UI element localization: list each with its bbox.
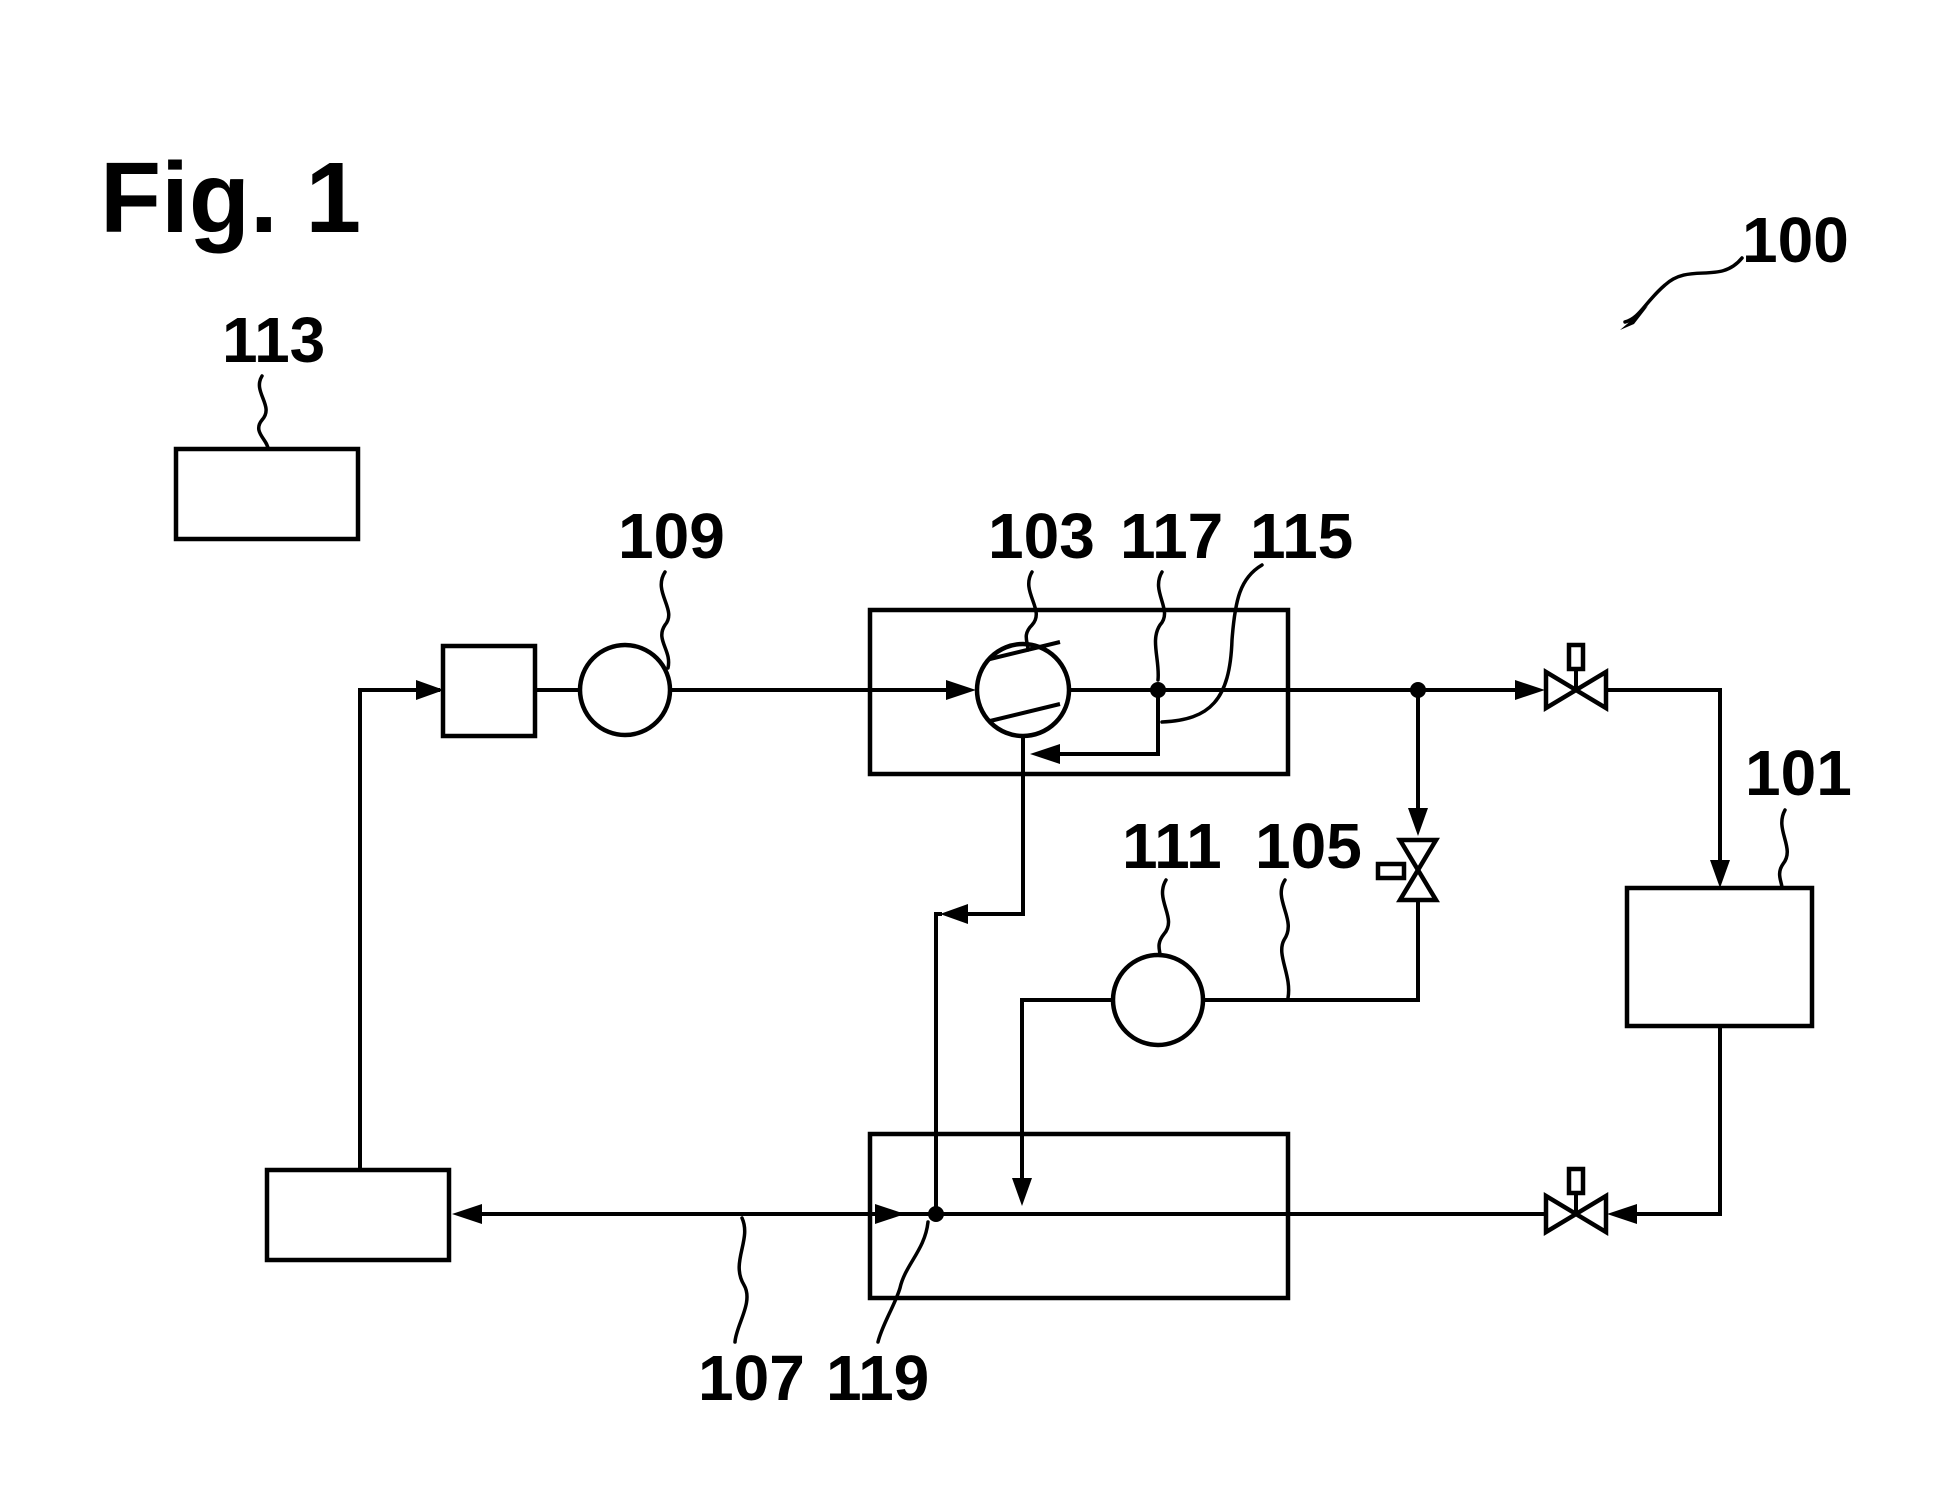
label-105: 105 xyxy=(1255,810,1362,882)
label-113-leader xyxy=(256,374,270,451)
arrow-into-compressor xyxy=(946,680,976,700)
label-119-leader xyxy=(876,1220,930,1344)
label-109: 109 xyxy=(618,500,725,572)
arrow-into-upper-valve xyxy=(1515,680,1545,700)
lower-valve-actuator xyxy=(1566,1166,1586,1196)
label-111-leader xyxy=(1157,878,1171,957)
label-107-leader xyxy=(733,1216,749,1344)
bypass-line xyxy=(1058,690,1160,756)
label-101-leader xyxy=(1777,808,1789,890)
label-115: 115 xyxy=(1250,500,1353,572)
branch-valve-upper-triangle xyxy=(1396,837,1440,875)
upper-valve-actuator xyxy=(1566,642,1586,672)
upper-valve-left-triangle xyxy=(1543,668,1581,712)
drain-to-junction-119 xyxy=(934,912,942,1214)
label-101: 101 xyxy=(1745,737,1852,809)
label-111: 111 xyxy=(1122,810,1222,882)
arrow-into-unit-101 xyxy=(1710,860,1730,888)
arrow-into-filter xyxy=(416,680,444,700)
upper-valve-right-triangle xyxy=(1571,668,1609,712)
label-115-leader xyxy=(1160,563,1264,724)
compressor-drain-line xyxy=(960,736,1025,916)
label-117: 117 xyxy=(1120,500,1223,572)
sensor-111-circle xyxy=(1110,952,1206,1048)
label-100-pointer xyxy=(1623,256,1744,324)
label-113: 113 xyxy=(222,304,325,376)
arrow-into-lower-valve xyxy=(1607,1204,1637,1224)
controller-box xyxy=(173,446,361,542)
label-107: 107 xyxy=(698,1342,805,1414)
arrow-drain xyxy=(940,904,968,924)
label-100: 100 xyxy=(1742,204,1849,276)
filter-box xyxy=(440,643,538,739)
line-from-unit-101 xyxy=(1630,1026,1722,1216)
arrow-into-collector xyxy=(452,1204,482,1224)
arrow-bypass xyxy=(1030,744,1060,764)
branch-valve-actuator xyxy=(1375,861,1407,881)
branch-line-to-sensor xyxy=(1202,900,1420,1002)
label-117-leader xyxy=(1153,570,1167,682)
arrow-into-exchanger xyxy=(1012,1178,1032,1206)
junction-119-dot xyxy=(928,1206,944,1222)
sensor-109-circle xyxy=(577,642,673,738)
compressor-symbol-lower xyxy=(989,702,1061,723)
unit-101-box xyxy=(1624,885,1815,1029)
figure-title: Fig. 1 xyxy=(100,142,361,254)
return-line-left xyxy=(358,688,440,1170)
label-109-leader xyxy=(659,570,671,670)
label-103-leader xyxy=(1024,570,1038,652)
label-100-arrowhead xyxy=(1620,306,1648,330)
label-105-leader xyxy=(1279,878,1291,1000)
label-119: 119 xyxy=(826,1342,929,1414)
compressor-symbol-upper xyxy=(989,640,1061,661)
lower-valve-right-triangle xyxy=(1571,1192,1609,1236)
lower-valve-left-triangle xyxy=(1543,1192,1581,1236)
branch-line-into-exchanger xyxy=(1020,998,1113,1190)
arrow-into-branch-valve xyxy=(1408,808,1428,836)
arrow-in-exchanger xyxy=(875,1204,905,1224)
line-to-unit-101 xyxy=(1606,688,1722,870)
label-103: 103 xyxy=(988,500,1095,572)
collector-box xyxy=(264,1167,452,1263)
